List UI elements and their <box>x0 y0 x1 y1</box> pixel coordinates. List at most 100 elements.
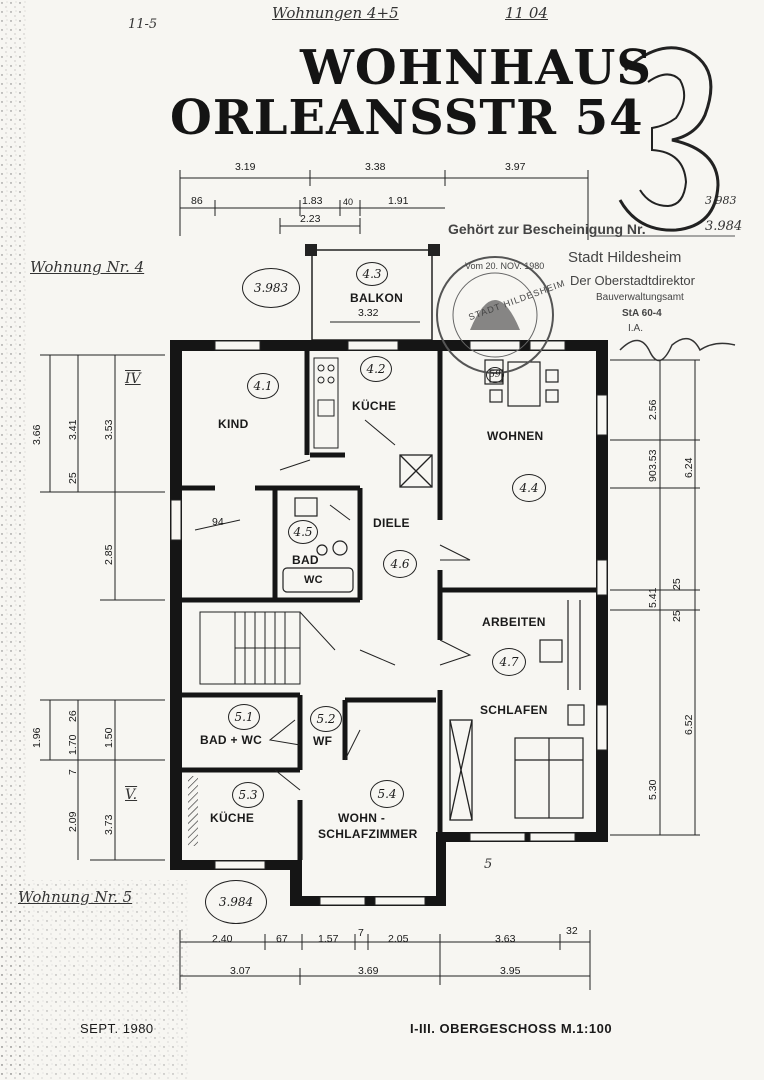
windows <box>170 340 608 906</box>
dim-left-5: 2.85 <box>103 544 115 565</box>
room-5-1-label: BAD + WC <box>200 733 263 747</box>
room-4-5-label: BAD <box>292 553 319 567</box>
right-dimension-lines <box>610 359 700 836</box>
dim-left-13: 3.73 <box>103 814 115 835</box>
wc-label: WC <box>304 574 323 586</box>
dim-right-8: 6.52 <box>683 714 695 735</box>
bottom-dimension-lines <box>179 930 591 990</box>
dim-left-6: 94 <box>212 516 224 528</box>
signature-scribble <box>619 337 736 362</box>
bedroom-furniture <box>514 600 585 819</box>
room-5-2-number: 5.2 <box>310 706 342 732</box>
room-5-4-number: 5.4 <box>370 780 404 808</box>
dim-left-8: 26 <box>67 710 79 722</box>
footer-sheet: I-III. OBERGESCHOSS M.1:100 <box>410 1021 613 1036</box>
title-line-1: WOHNHAUS <box>300 40 653 96</box>
table-number: 59 <box>486 367 504 383</box>
staircase <box>199 611 336 685</box>
room-5-1-number: 5.1 <box>228 704 260 730</box>
dim-top-sub-1: 86 <box>191 195 203 207</box>
room-4-6-number: 4.6 <box>383 550 417 578</box>
stamp-cert-b: 3.984 <box>705 219 743 234</box>
dim-right-3: 90 <box>647 470 659 482</box>
room-4-4-label: WOHNEN <box>487 429 544 443</box>
stamp-date: Vom 20. NOV. 1980 <box>465 261 545 271</box>
kitchen-counter-upper <box>313 357 339 449</box>
stamp-line-1: Gehört zur Bescheinigung Nr. <box>448 221 646 237</box>
stamp-cert-a: 3.983 <box>705 194 737 207</box>
dim-top-sub-4: 1.91 <box>388 195 409 207</box>
dim-bottom-8: 3.07 <box>230 965 251 977</box>
room-4-2-number: 4.2 <box>360 356 392 382</box>
top-note-right: 11 04 <box>505 4 548 22</box>
stamp-line-2: Stadt Hildesheim <box>568 249 682 266</box>
dim-top-sub-5: 2.23 <box>300 213 321 225</box>
room-4-1-number: 4.1 <box>247 373 279 399</box>
dim-bottom-9: 3.69 <box>358 965 379 977</box>
room-4-7-number: 4.7 <box>492 648 526 676</box>
apartment-4-number: 3.983 <box>242 268 300 308</box>
bathroom-fixtures <box>282 497 354 593</box>
room-4-3-number: 4.3 <box>356 262 388 286</box>
room-4-1-label: KIND <box>218 417 249 431</box>
dim-right-5: 5.41 <box>647 587 659 608</box>
dim-left-10: 1.50 <box>103 727 115 748</box>
dim-left-4: 25 <box>67 472 79 484</box>
dim-left-12: 2.09 <box>67 811 79 832</box>
roman-numeral-upper: IV <box>125 371 141 387</box>
footer-date: SEPT. 1980 <box>80 1021 154 1036</box>
big-number-outline <box>618 46 720 232</box>
dim-left-7: 1.96 <box>31 727 43 748</box>
balcony-outline <box>305 244 440 341</box>
dim-top-sub-3: 40 <box>343 197 354 207</box>
dim-bottom-5: 2.05 <box>388 933 409 945</box>
dim-top-2: 3.38 <box>365 161 386 173</box>
dim-right-1: 2.56 <box>647 399 659 420</box>
dim-bottom-4: 7 <box>358 927 364 939</box>
room-5-4-label-b: SCHLAFZIMMER <box>318 827 418 841</box>
left-dimension-lines <box>40 354 165 861</box>
room-4-6-label: DIELE <box>373 516 410 530</box>
kitchen-counter-lower <box>188 776 198 846</box>
dim-right-9: 5.30 <box>647 779 659 800</box>
dim-bottom-1: 2.40 <box>212 933 233 945</box>
dim-top-sub-2: 1.83 <box>302 195 323 207</box>
title-line-2: ORLEANSSTR 54 <box>170 90 644 146</box>
room-4-2-label: KÜCHE <box>352 399 397 413</box>
room-4-5-number: 4.5 <box>288 520 318 544</box>
door-swings <box>194 419 472 791</box>
interior-walls <box>182 350 596 860</box>
room-4-3-label: BALKON <box>350 291 404 305</box>
dim-bottom-7: 32 <box>566 925 578 937</box>
top-note-center: Wohnungen 4+5 <box>272 4 399 22</box>
top-note-left: 11-5 <box>128 17 158 32</box>
apartment-5-label: Wohnung Nr. 5 <box>18 888 133 906</box>
stamp-line-3: Der Oberstadtdirektor <box>570 273 695 288</box>
dim-left-1: 3.66 <box>31 424 43 445</box>
room-5-4-label-a: WOHN - <box>338 811 386 825</box>
top-dimension-lines <box>179 170 589 240</box>
dim-right-7: 25 <box>671 610 683 622</box>
room-5-3-number: 5.3 <box>232 782 264 808</box>
stamp-line-5: StA 60-4 <box>622 308 662 319</box>
official-seal <box>436 256 554 374</box>
room-4-4-number: 4.4 <box>512 474 546 502</box>
copy-noise-bottom <box>0 880 190 1080</box>
dim-top-3: 3.97 <box>505 161 526 173</box>
dim-left-3: 3.53 <box>103 419 115 440</box>
dim-bottom-3: 1.57 <box>318 933 339 945</box>
dim-bottom-6: 3.63 <box>495 933 516 945</box>
shaft-box <box>399 454 473 821</box>
room-4-7-label-b: SCHLAFEN <box>480 703 548 717</box>
dim-misc: 5 <box>484 857 493 872</box>
dim-left-9: 1.70 <box>67 734 79 755</box>
apartment-4-label: Wohnung Nr. 4 <box>30 258 145 276</box>
dim-right-6: 25 <box>671 578 683 590</box>
dim-right-2: 3.53 <box>647 449 659 470</box>
room-5-3-label: KÜCHE <box>210 811 255 825</box>
dim-left-11: 7 <box>67 769 79 775</box>
stamp-line-4: Bauverwaltungsamt <box>596 292 684 303</box>
dim-bottom-10: 3.95 <box>500 965 521 977</box>
room-5-2-label: WF <box>313 734 333 748</box>
